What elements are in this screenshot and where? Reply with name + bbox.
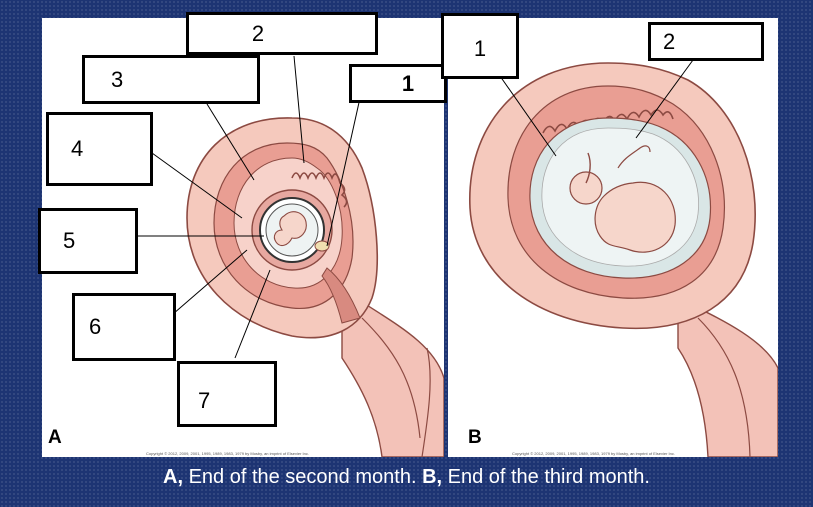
caption-a-letter: A, [163,466,184,488]
label-box-a-4[interactable]: 4 [46,112,153,186]
panel-b-copyright: Copyright © 2012, 2009, 2001, 1995, 1989… [512,451,675,456]
panel-b-illustration: B Copyright © 2012, 2009, 2001, 1995, 19… [448,18,778,457]
panel-a-letter: A [48,427,62,448]
label-box-a-1[interactable]: 1 [349,64,447,103]
label-box-a-6[interactable]: 6 [72,293,176,361]
label-b-1-number: 1 [473,36,487,61]
panel-a-copyright: Copyright © 2012, 2009, 2001, 1995, 1989… [146,451,309,456]
panel-a-leader-lines [138,55,361,359]
caption-b-text: End of the third month. [442,466,650,488]
label-a-6-number: 6 [89,314,102,339]
panel-b-letter: B [468,427,482,448]
label-a-1-number: 1 [401,70,415,96]
uterus-second-month-drawing [138,55,444,457]
label-box-a-5[interactable]: 5 [38,208,138,274]
label-b-2-number: 2 [663,28,676,54]
label-box-a-7[interactable]: 7 [177,361,277,427]
label-box-b-1[interactable]: 1 [441,13,519,79]
caption-b-letter: B, [422,466,443,488]
label-a-2-number: 2 [251,20,265,46]
label-a-7-number: 7 [198,388,211,413]
label-a-5-number: 5 [63,228,76,253]
label-box-b-2[interactable]: 2 [648,22,764,61]
label-a-3-number: 3 [111,66,124,92]
panel-b-leader-lines [499,59,694,157]
label-box-a-3[interactable]: 3 [82,55,260,104]
caption-a-text: End of the second month. [183,466,423,488]
label-a-4-number: 4 [71,136,84,161]
figure-caption: A, End of the second month. B, End of th… [0,466,813,489]
label-box-a-2[interactable]: 2 [186,12,378,55]
uterus-third-month-drawing [469,59,778,457]
